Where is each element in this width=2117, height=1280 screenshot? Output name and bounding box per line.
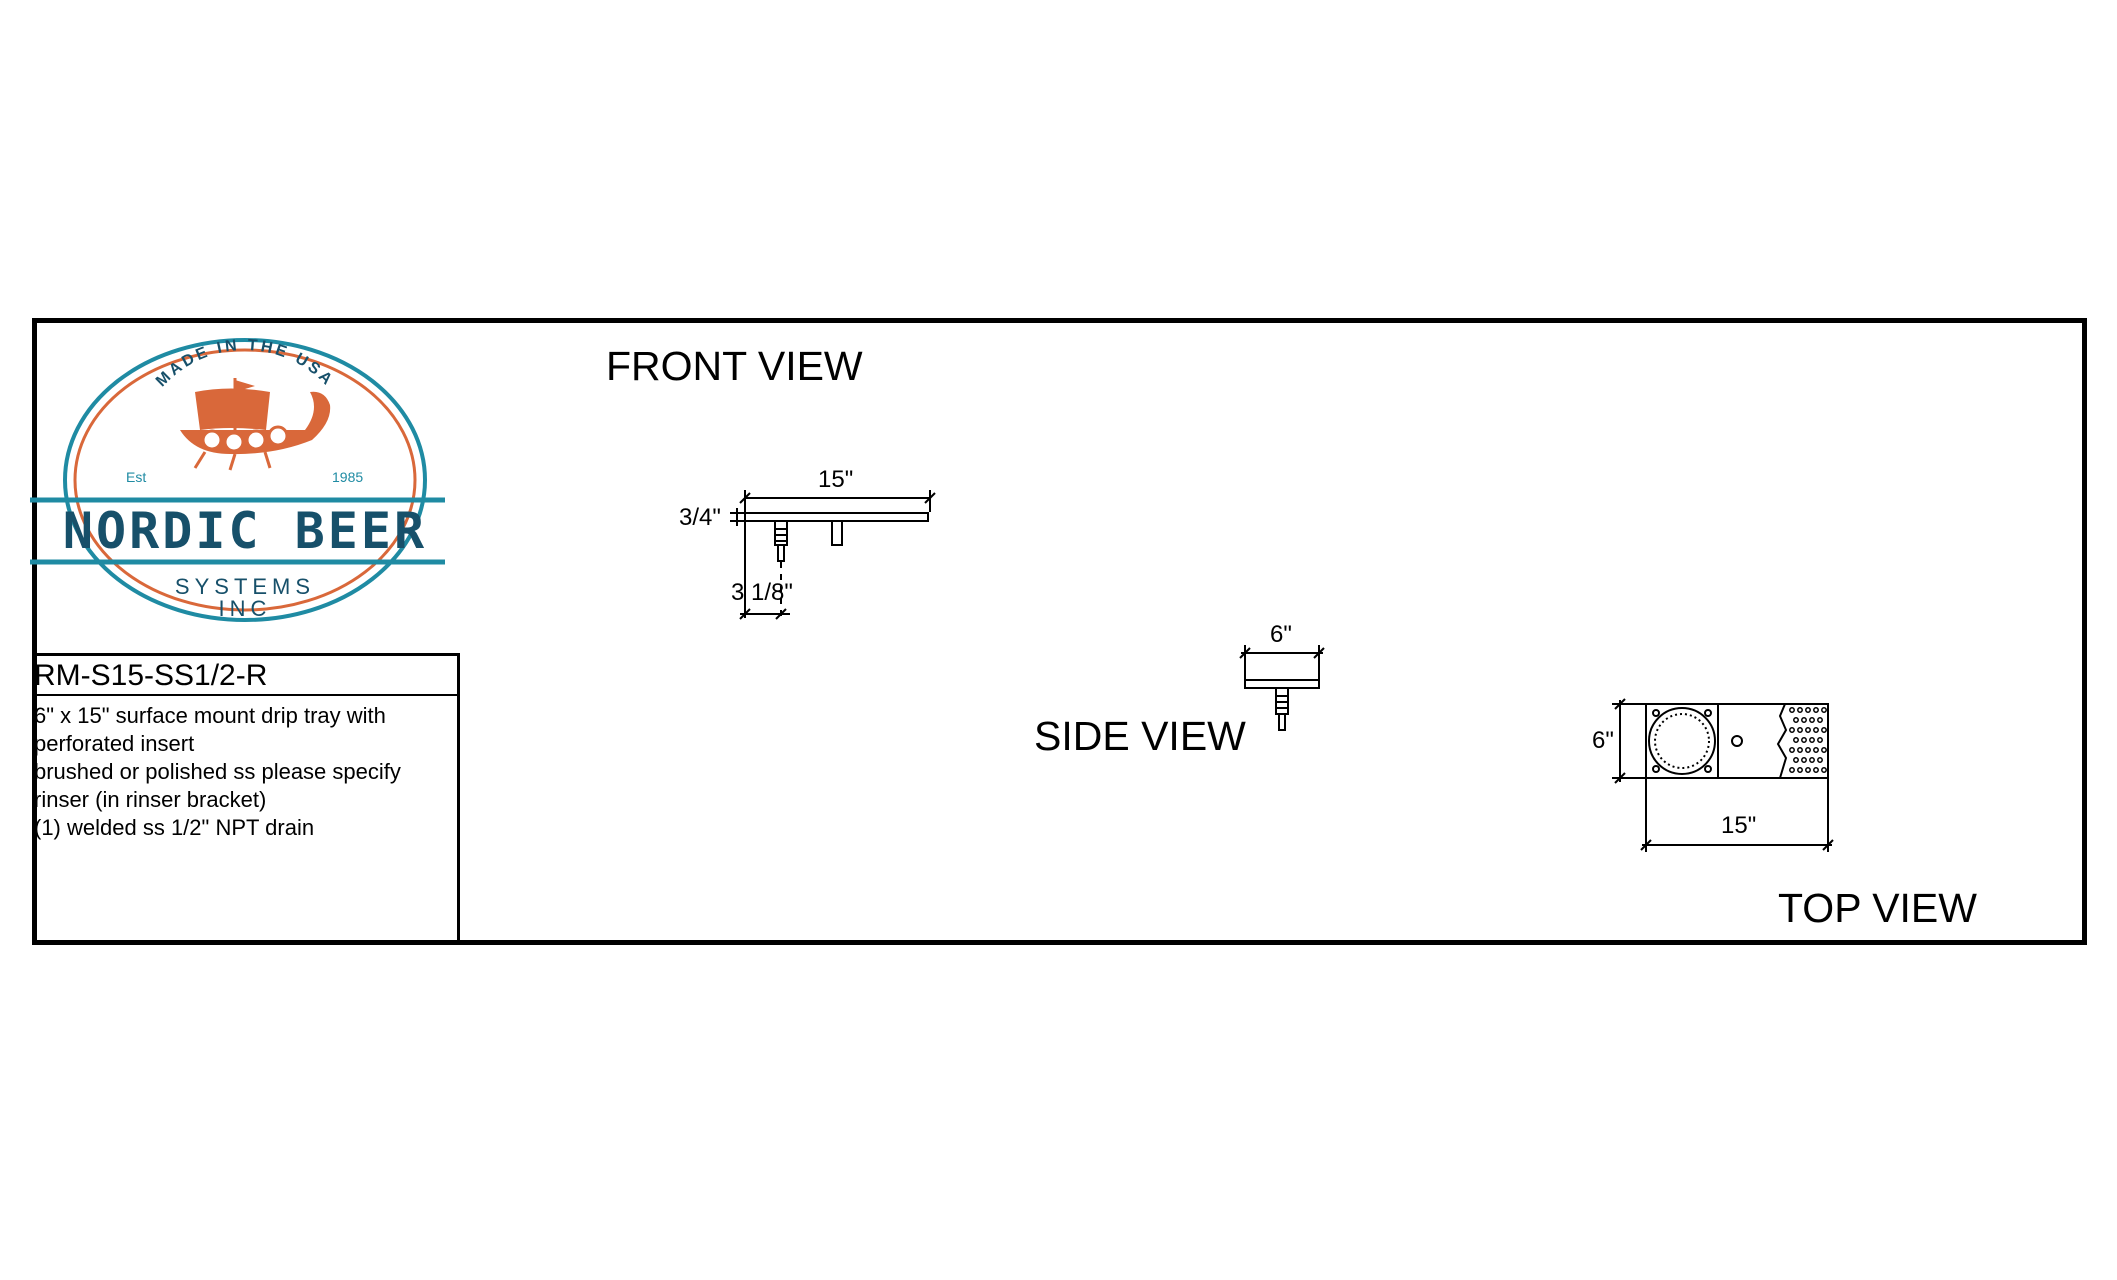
logo-brand-sub1: SYSTEMS <box>175 574 315 599</box>
top-rinser-ring <box>1648 707 1716 775</box>
logo-est-year: 1985 <box>332 469 363 485</box>
top-perforation-break-line <box>1776 703 1788 779</box>
side-view-drawing <box>1239 645 1325 731</box>
part-number: RM-S15-SS1/2-R <box>32 656 457 696</box>
title-block: RM-S15-SS1/2-R 6" x 15" surface mount dr… <box>32 653 460 945</box>
description-line: rinser (in rinser bracket) <box>34 787 267 812</box>
top-rinser-grate <box>1654 713 1710 769</box>
front-height-dim-label: 3/4" <box>679 504 721 531</box>
logo-inner-ring <box>73 348 417 612</box>
logo-brand-sub2: INC <box>219 596 272 621</box>
top-perforation-dots <box>1789 707 1827 773</box>
logo-outer-ring <box>63 338 427 622</box>
description-line: 6" x 15" surface mount drip tray with <box>34 703 386 728</box>
top-view-drawing <box>1612 698 1834 852</box>
front-width-dim-label: 15" <box>818 466 854 493</box>
front-offset-dim-label: 3 1/8" <box>731 579 793 606</box>
drawing-sheet-frame <box>32 318 2087 945</box>
front-rinser-stub <box>831 520 843 546</box>
company-logo: MADE IN THE USA Est 1985 NORDIC BEER SYS… <box>30 337 445 622</box>
top-rinser-bracket <box>1645 703 1719 779</box>
side-drain-nipple <box>1278 713 1286 731</box>
part-description: 6" x 15" surface mount drip tray with per… <box>34 702 454 842</box>
description-line: (1) welded ss 1/2" NPT drain <box>34 815 315 840</box>
front-view-title: FRONT VIEW <box>606 343 863 389</box>
top-view-title: TOP VIEW <box>1778 885 1977 931</box>
side-tray-body <box>1244 679 1320 689</box>
logo-brand-name: NORDIC BEER <box>63 502 427 560</box>
front-tray-body <box>744 512 929 522</box>
description-line: perforated insert <box>34 731 195 756</box>
side-view-title: SIDE VIEW <box>1034 713 1246 759</box>
side-width-dim-label: 6" <box>1270 621 1292 648</box>
top-drain-hole <box>1731 735 1743 747</box>
description-line: brushed or polished ss please specify <box>34 759 401 784</box>
front-view-drawing <box>730 490 936 620</box>
logo-est-label: Est <box>126 469 146 485</box>
top-width-dim-label: 15" <box>1721 812 1757 839</box>
viking-ship-icon <box>180 378 331 471</box>
front-drain-nipple <box>777 544 785 562</box>
top-height-dim-label: 6" <box>1592 727 1614 754</box>
